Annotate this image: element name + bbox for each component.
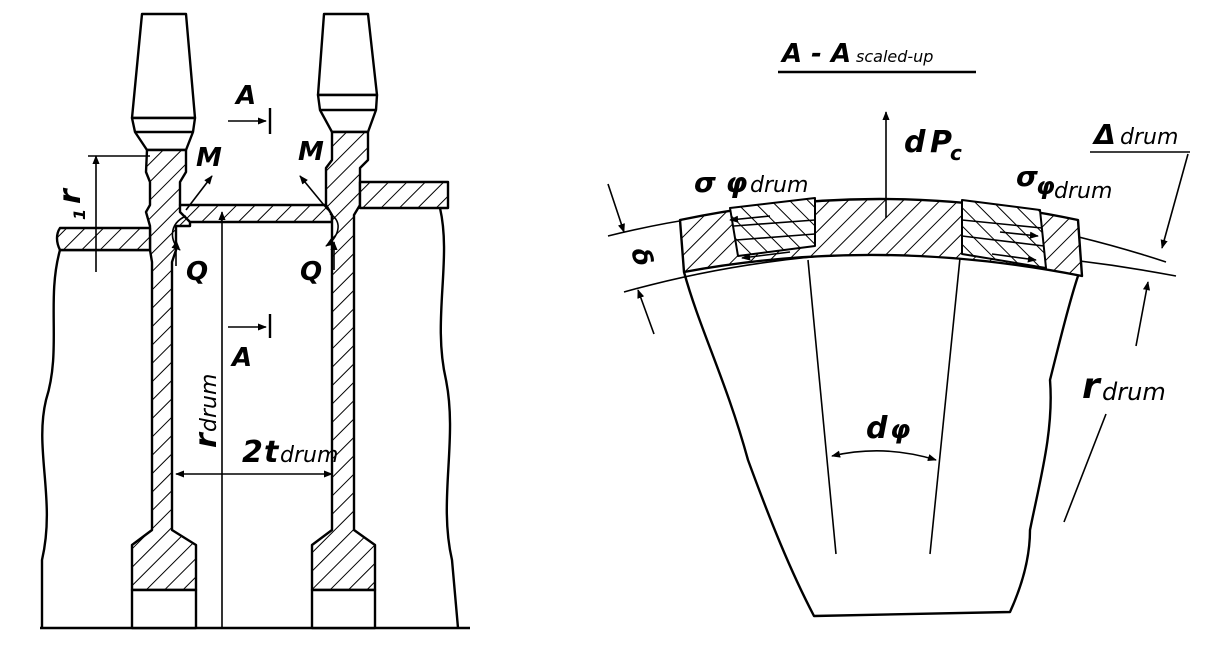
dPc-sub: c [950, 141, 962, 165]
section-title-note: scaled-up [856, 47, 933, 66]
disk-sector-outline [682, 271, 1080, 618]
rdrum-symbol: r [189, 431, 224, 448]
tdrum-subscript: drum [280, 443, 338, 468]
rdrum2-leader [1063, 413, 1107, 523]
dphi-d: d [866, 411, 888, 446]
sigma-left-sub: drum [750, 173, 808, 198]
right-break-line [438, 207, 460, 629]
r1-subscript: 1 [70, 209, 89, 220]
dPc-P: P [930, 125, 952, 160]
dPc-label: d P c [904, 125, 962, 165]
stress-zone-left [729, 197, 816, 257]
left-foot [130, 588, 198, 630]
right-blade-root [316, 93, 379, 134]
rdrum-label: r drum [189, 374, 224, 448]
shear-right-arrow [325, 213, 339, 247]
left-blade [130, 12, 197, 120]
sigma-left-label: σ φ drum [694, 166, 808, 199]
left-disk [130, 148, 198, 592]
shear-left: Q [186, 257, 208, 287]
left-blade-root [130, 116, 197, 152]
delta-label: Δ drum [1090, 118, 1190, 153]
sigma-right-label: σ φ drum [1016, 160, 1112, 204]
radial-line-left [807, 259, 837, 555]
rdrum2-sub: drum [1102, 378, 1166, 406]
right-blade [316, 12, 379, 97]
tdrum-prefix: 2 [242, 435, 263, 470]
drum-cross-section: r 1 r drum 2 t drum A A M M Q [40, 12, 470, 630]
section-mark-bottom: A [230, 343, 252, 373]
r1-symbol: r [53, 187, 88, 204]
right-flange [358, 180, 450, 210]
delta-thickness: δ [624, 245, 658, 270]
moment-right: M [298, 137, 324, 167]
section-mark-top: A [234, 81, 256, 111]
delta-sub: drum [1120, 125, 1178, 150]
moment-right-arrow [299, 175, 329, 211]
dphi-arc [831, 450, 937, 462]
rdrum2-label: r drum [1082, 366, 1166, 407]
r1-label: r 1 [53, 187, 89, 220]
sigma-left-symbol: σ φ [694, 166, 748, 199]
moment-left-arrow [185, 175, 213, 211]
radial-line-right [929, 257, 961, 555]
section-title: A - A scaled-up [778, 39, 976, 74]
tdrum-symbol: t [264, 435, 280, 470]
right-foot [310, 588, 377, 630]
rdrum-subscript: drum [197, 374, 222, 432]
shear-right: Q [300, 257, 322, 287]
dphi-label: d φ [866, 411, 910, 446]
left-break-line [40, 249, 62, 628]
section-title-main: A - A [780, 39, 851, 69]
drum-shell [178, 203, 334, 224]
sigma-right-sub: drum [1054, 179, 1112, 204]
delta-symbol: Δ [1092, 118, 1116, 151]
tdrum-label: 2 t drum [242, 435, 338, 470]
moment-left: M [196, 143, 222, 173]
rdrum2-symbol: r [1082, 366, 1102, 407]
sigma-right-symbol: σ [1016, 160, 1038, 193]
left-flange [55, 226, 152, 252]
section-view: A - A scaled-up d P c [607, 39, 1190, 618]
sigma-right-phi: φ [1036, 172, 1055, 200]
dPc-d: d [904, 125, 926, 160]
dphi-symbol: φ [890, 415, 910, 445]
